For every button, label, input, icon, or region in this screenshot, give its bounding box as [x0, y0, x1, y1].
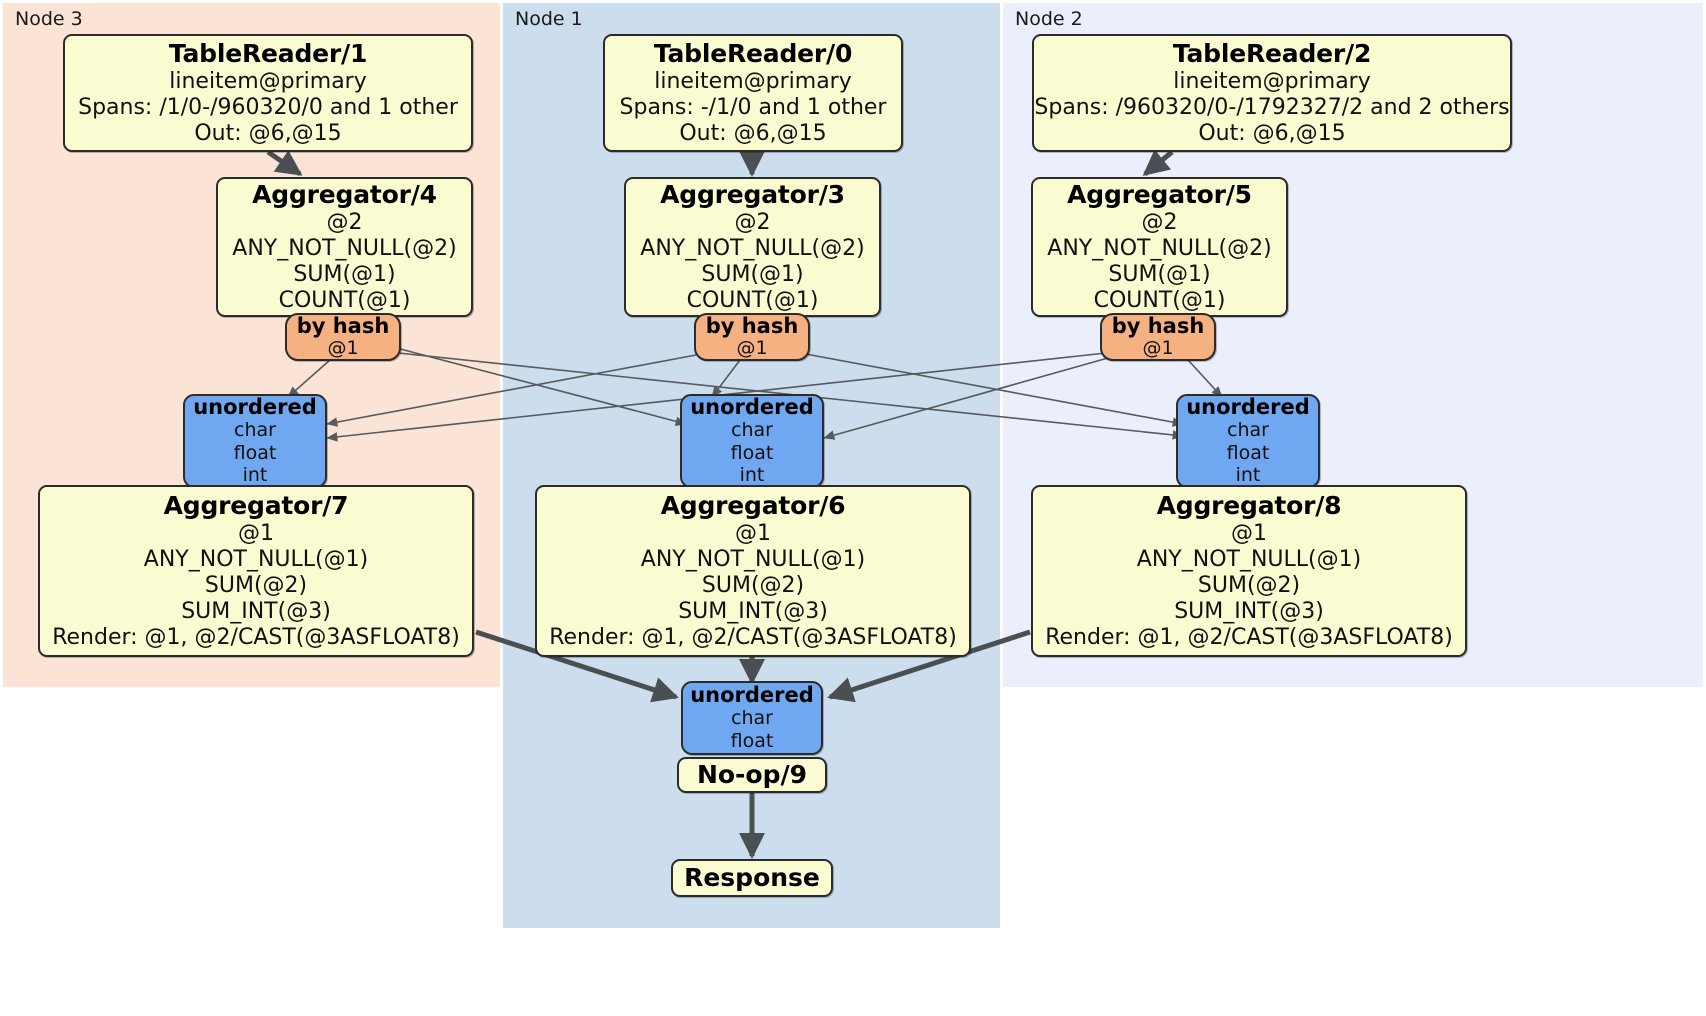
processor-detail-line: SUM(@2) — [1197, 572, 1301, 598]
processor-detail-line: ANY_NOT_NULL(@2) — [232, 235, 457, 261]
processor-detail-line: @1 — [238, 520, 274, 546]
processor-detail-line: Render: @1, @2/CAST(@3ASFLOAT8) — [1045, 624, 1453, 650]
processor-title: No-op/9 — [696, 760, 808, 790]
synchronizer-unordered-right[interactable]: unordered char float int — [1176, 394, 1320, 488]
processor-title: Aggregator/4 — [252, 180, 437, 210]
processor-title: TableReader/1 — [168, 39, 368, 69]
processor-title: TableReader/2 — [1172, 39, 1372, 69]
processor-aggregator-6[interactable]: Aggregator/6 @1 ANY_NOT_NULL(@1) SUM(@2)… — [535, 485, 971, 657]
processor-title: Aggregator/5 — [1067, 180, 1252, 210]
synchronizer-type: int — [242, 464, 268, 487]
processor-detail-line: ANY_NOT_NULL(@1) — [143, 546, 369, 572]
synchronizer-type: float — [730, 730, 774, 753]
synchronizer-type: int — [1235, 464, 1261, 487]
router-title: by hash — [1111, 313, 1205, 338]
processor-title: Aggregator/7 — [163, 491, 349, 521]
processor-detail-line: SUM(@1) — [1108, 261, 1211, 287]
synchronizer-type: char — [731, 418, 773, 441]
synchronizer-unordered-left[interactable]: unordered char float int — [183, 394, 327, 488]
synchronizer-title: unordered — [1186, 394, 1310, 419]
processor-detail-line: SUM_INT(@3) — [181, 598, 331, 624]
router-by-hash-right[interactable]: by hash @1 — [1100, 313, 1216, 361]
processor-noop-9[interactable]: No-op/9 — [677, 757, 827, 793]
synchronizer-unordered-final[interactable]: unordered char float — [681, 681, 823, 755]
synchronizer-title: unordered — [690, 683, 814, 708]
processor-aggregator-8[interactable]: Aggregator/8 @1 ANY_NOT_NULL(@1) SUM(@2)… — [1031, 485, 1467, 657]
processor-detail-line: ANY_NOT_NULL(@1) — [640, 546, 866, 572]
synchronizer-type: char — [731, 707, 773, 730]
processor-title: Aggregator/8 — [1156, 491, 1342, 521]
node-panel-label-node3: Node 3 — [15, 8, 83, 30]
synchronizer-type: float — [233, 441, 277, 464]
router-detail: @1 — [736, 336, 768, 359]
processor-detail-line: ANY_NOT_NULL(@2) — [640, 235, 865, 261]
processor-aggregator-5[interactable]: Aggregator/5 @2 ANY_NOT_NULL(@2) SUM(@1)… — [1031, 177, 1288, 317]
synchronizer-type: int — [739, 464, 765, 487]
processor-detail-line: @2 — [734, 209, 771, 235]
synchronizer-title: unordered — [193, 394, 317, 419]
processor-response[interactable]: Response — [671, 859, 833, 897]
node-panel-label-node1: Node 1 — [515, 8, 583, 30]
synchronizer-type: float — [1226, 441, 1270, 464]
processor-detail-line: Spans: /960320/0-/1792327/2 and 2 others — [1034, 94, 1510, 120]
processor-detail-line: COUNT(@1) — [686, 287, 819, 313]
processor-table-reader-2[interactable]: TableReader/2 lineitem@primary Spans: /9… — [1032, 34, 1512, 152]
router-title: by hash — [705, 313, 799, 338]
processor-detail-line: SUM(@2) — [204, 572, 308, 598]
processor-detail-line: @1 — [1231, 520, 1267, 546]
processor-detail-line: ANY_NOT_NULL(@1) — [1136, 546, 1362, 572]
processor-detail-line: Spans: -/1/0 and 1 other — [619, 94, 887, 120]
processor-detail-line: lineitem@primary — [654, 68, 852, 94]
processor-detail-line: ANY_NOT_NULL(@2) — [1047, 235, 1272, 261]
processor-detail-line: COUNT(@1) — [1093, 287, 1226, 313]
processor-detail-line: @1 — [735, 520, 771, 546]
processor-detail-line: COUNT(@1) — [278, 287, 411, 313]
processor-detail-line: @2 — [326, 209, 363, 235]
processor-table-reader-0[interactable]: TableReader/0 lineitem@primary Spans: -/… — [603, 34, 903, 152]
processor-aggregator-3[interactable]: Aggregator/3 @2 ANY_NOT_NULL(@2) SUM(@1)… — [624, 177, 881, 317]
processor-detail-line: SUM_INT(@3) — [678, 598, 828, 624]
synchronizer-type: char — [234, 418, 276, 441]
processor-title: Aggregator/3 — [660, 180, 845, 210]
processor-title: Aggregator/6 — [660, 491, 846, 521]
processor-title: Response — [684, 863, 820, 893]
processor-table-reader-1[interactable]: TableReader/1 lineitem@primary Spans: /1… — [63, 34, 473, 152]
synchronizer-unordered-center[interactable]: unordered char float int — [680, 394, 824, 488]
processor-detail-line: Render: @1, @2/CAST(@3ASFLOAT8) — [52, 624, 460, 650]
synchronizer-type: char — [1227, 418, 1269, 441]
processor-detail-line: Render: @1, @2/CAST(@3ASFLOAT8) — [549, 624, 957, 650]
processor-detail-line: Spans: /1/0-/960320/0 and 1 other — [78, 94, 458, 120]
processor-detail-line: lineitem@primary — [1173, 68, 1371, 94]
synchronizer-type: float — [730, 441, 774, 464]
processor-detail-line: @2 — [1141, 209, 1178, 235]
processor-detail-line: SUM_INT(@3) — [1174, 598, 1324, 624]
router-title: by hash — [296, 313, 390, 338]
processor-title: TableReader/0 — [653, 39, 853, 69]
processor-detail-line: Out: @6,@15 — [1198, 120, 1346, 146]
synchronizer-title: unordered — [690, 394, 814, 419]
processor-detail-line: SUM(@2) — [701, 572, 805, 598]
processor-detail-line: SUM(@1) — [293, 261, 396, 287]
router-by-hash-center[interactable]: by hash @1 — [694, 313, 810, 361]
processor-detail-line: SUM(@1) — [701, 261, 804, 287]
processor-detail-line: Out: @6,@15 — [679, 120, 827, 146]
processor-aggregator-7[interactable]: Aggregator/7 @1 ANY_NOT_NULL(@1) SUM(@2)… — [38, 485, 474, 657]
processor-detail-line: Out: @6,@15 — [194, 120, 342, 146]
router-by-hash-left[interactable]: by hash @1 — [285, 313, 401, 361]
processor-detail-line: lineitem@primary — [169, 68, 367, 94]
processor-aggregator-4[interactable]: Aggregator/4 @2 ANY_NOT_NULL(@2) SUM(@1)… — [216, 177, 473, 317]
router-detail: @1 — [327, 336, 359, 359]
node-panel-label-node2: Node 2 — [1015, 8, 1083, 30]
router-detail: @1 — [1142, 336, 1174, 359]
